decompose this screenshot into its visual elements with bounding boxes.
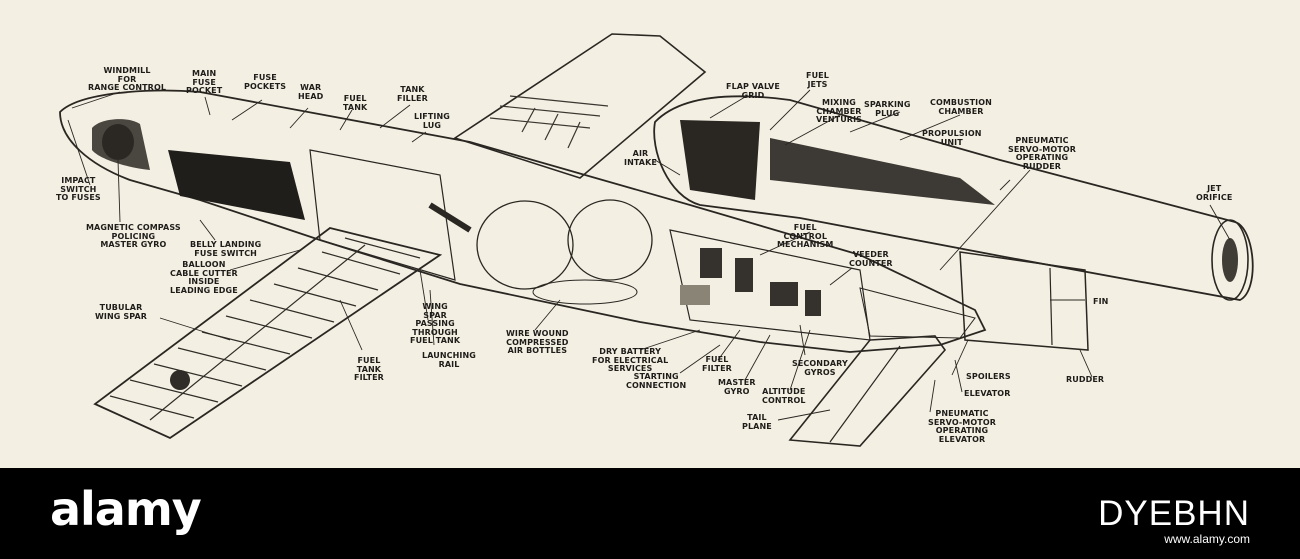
label-fuel-filter: FUEL FILTER xyxy=(702,355,732,373)
label-windmill: WINDMILL FOR RANGE CONTROL xyxy=(88,66,167,93)
watermark-bar: alamy DYEBHN www.alamy.com xyxy=(0,468,1300,559)
label-altitude-control: ALTITUDE CONTROL xyxy=(762,387,806,405)
label-mixing-chamber: MIXING CHAMBER VENTURIS xyxy=(816,98,863,125)
label-fuel-tank: FUEL TANK xyxy=(343,94,368,112)
label-wire-wound: WIRE WOUND COMPRESSED AIR BOTTLES xyxy=(506,329,569,356)
watermark-logo: alamy xyxy=(50,482,202,536)
label-flap-valve-grid: FLAP VALVE GRID xyxy=(726,82,780,100)
image-id: DYEBHN xyxy=(1098,494,1250,533)
label-jet-orifice: JET ORIFICE xyxy=(1196,184,1233,202)
label-pneumatic-servo-elevator: PNEUMATIC SERVO-MOTOR OPERATING ELEVATOR xyxy=(928,409,996,444)
label-starting-connection: STARTING CONNECTION xyxy=(626,372,687,390)
lower-wing xyxy=(93,227,443,440)
label-propulsion-unit: PROPULSION UNIT xyxy=(922,129,982,147)
paper-background: WINDMILL FOR RANGE CONTROL MAIN FUSE POC… xyxy=(56,33,1254,447)
label-air-intake: AIR INTAKE xyxy=(624,149,657,167)
label-veeder-counter: VEEDER COUNTER xyxy=(849,250,893,268)
label-spoilers: SPOILERS xyxy=(966,372,1011,381)
label-secondary-gyros: SECONDARY GYROS xyxy=(792,359,848,377)
upper-wing xyxy=(453,33,707,179)
label-fuel-control: FUEL CONTROL MECHANISM xyxy=(777,223,834,250)
label-belly-landing: BELLY LANDING FUSE SWITCH xyxy=(190,240,262,258)
label-rudder: RUDDER xyxy=(1066,375,1105,384)
fin-rudder xyxy=(959,251,1089,351)
label-war-head: WAR HEAD xyxy=(298,83,324,101)
label-combustion-chamber: COMBUSTION CHAMBER xyxy=(930,98,992,116)
label-wing-spar-passing: WING SPAR PASSING THROUGH FUEL TANK xyxy=(410,302,461,346)
label-launching-rail: LAUNCHING RAIL xyxy=(422,351,476,369)
leader-lines xyxy=(67,89,1231,421)
label-sparking-plug: SPARKING PLUG xyxy=(864,100,911,118)
label-fuse-pockets: FUSE POCKETS xyxy=(244,73,287,91)
label-tank-filler: TANK FILLER xyxy=(397,85,428,103)
label-tail-plane: TAIL PLANE xyxy=(742,413,772,431)
label-magnetic-compass: MAGNETIC COMPASS POLICING MASTER GYRO xyxy=(86,223,181,250)
label-tubular-wing-spar: TUBULAR WING SPAR xyxy=(95,303,147,321)
tail-plane xyxy=(788,335,947,447)
label-dry-battery: DRY BATTERY FOR ELECTRICAL SERVICES xyxy=(592,347,669,374)
label-balloon-cable-cutter: BALLOON CABLE CUTTER INSIDE LEADING EDGE xyxy=(170,260,238,295)
label-fuel-jets: FUEL JETS xyxy=(806,71,829,89)
label-fuel-tank-filter: FUEL TANK FILTER xyxy=(354,356,384,383)
fuselage xyxy=(59,89,987,353)
label-fin: FIN xyxy=(1093,297,1109,306)
label-lifting-lug: LIFTING LUG xyxy=(414,112,450,130)
watermark-url: www.alamy.com xyxy=(1164,532,1250,546)
label-master-gyro: MASTER GYRO xyxy=(718,378,756,396)
label-impact-switch: IMPACT SWITCH TO FUSES xyxy=(56,176,101,203)
label-main-fuse-pocket: MAIN FUSE POCKET xyxy=(186,69,223,96)
v1-cutaway-drawing xyxy=(59,33,1254,447)
label-pneumatic-servo-rudder: PNEUMATIC SERVO-MOTOR OPERATING RUDDER xyxy=(1008,136,1076,171)
label-elevator: ELEVATOR xyxy=(964,389,1011,398)
propulsion-unit xyxy=(653,95,1254,301)
